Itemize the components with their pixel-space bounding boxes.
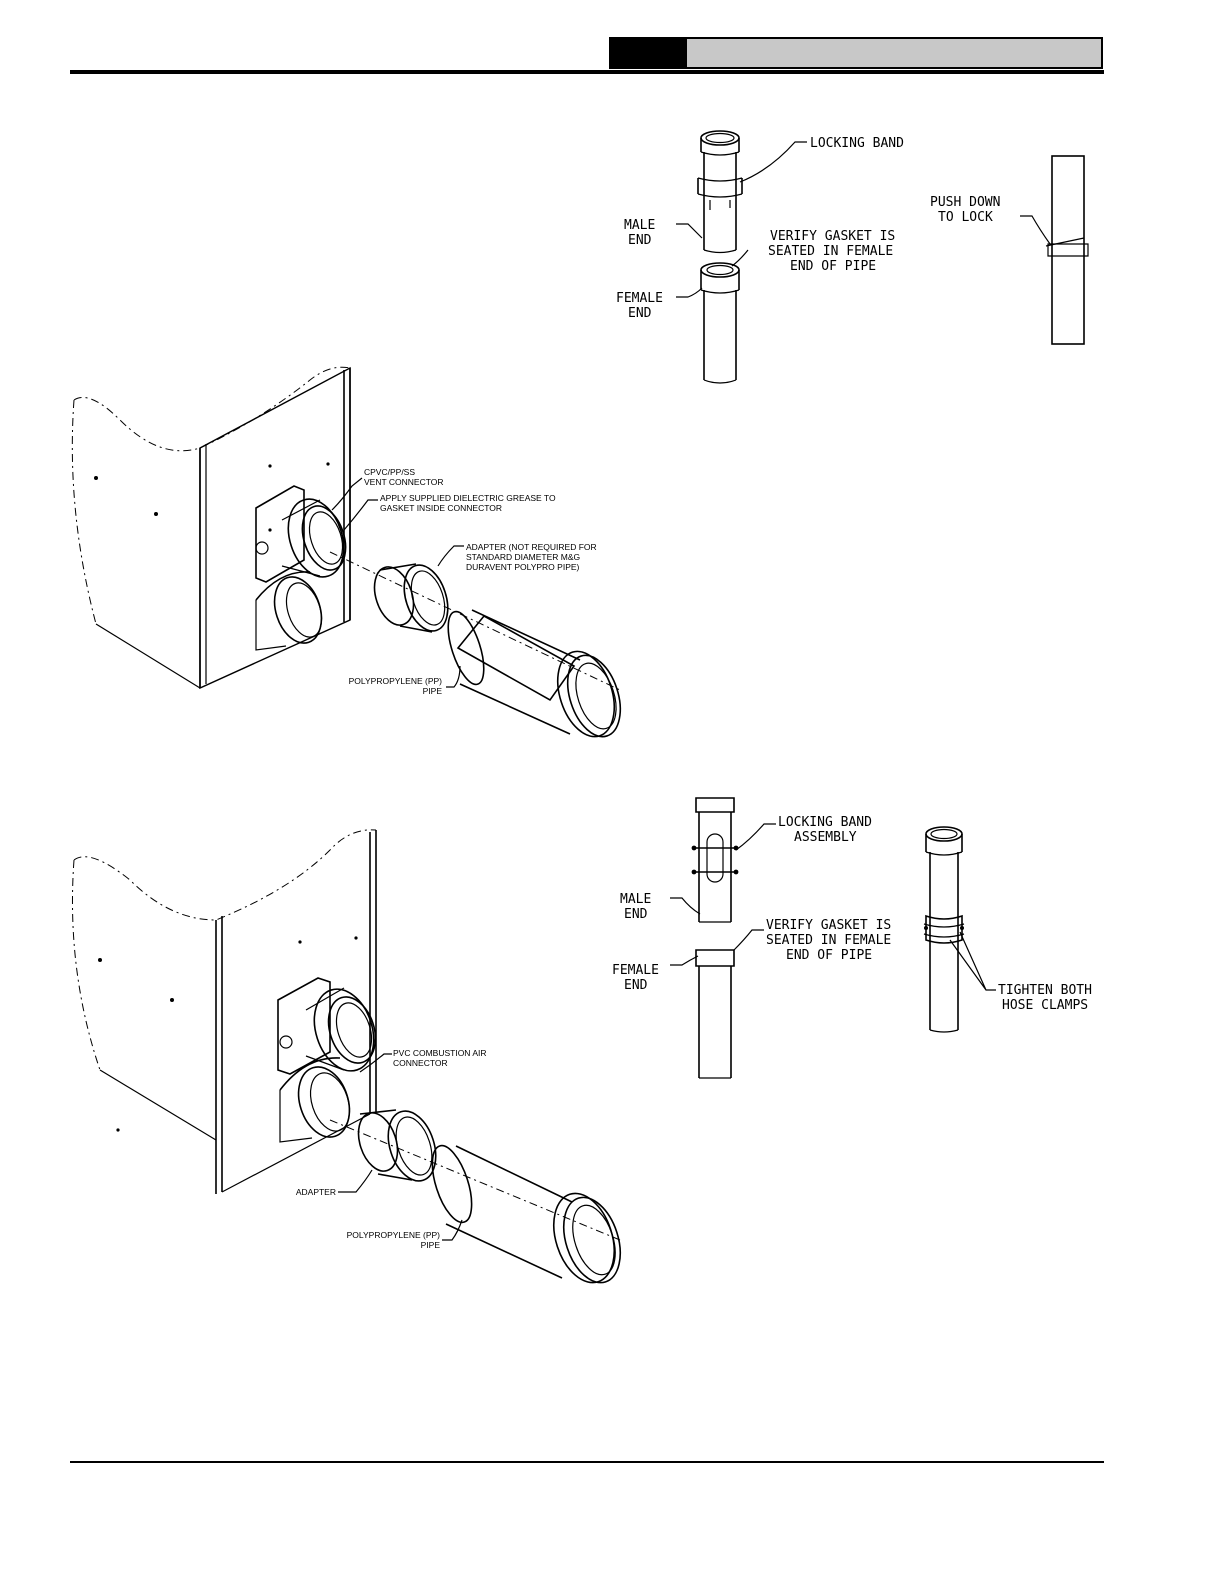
label-tighten-2: HOSE CLAMPS [1002,998,1088,1013]
label-male-end-1: MALE [624,218,655,233]
figure-locking-band-joint: LOCKING BAND MALE END VERIFY GASKET IS S… [616,130,1089,384]
label-push-down-2: TO LOCK [938,210,993,225]
label-verify-3: END OF PIPE [790,259,876,274]
label-pp-pipe-1: POLYPROPYLENE (PP) [347,1230,441,1240]
label-push-down-1: PUSH DOWN [930,195,1000,210]
label-vent-connector-1: CPVC/PP/SS [364,467,415,477]
label-male-end-1: MALE [620,892,651,907]
label-adapter: ADAPTER [296,1187,336,1197]
label-pp-pipe-2: PIPE [423,686,443,696]
label-male-end-2: END [628,233,652,248]
label-verify-2: SEATED IN FEMALE [766,933,891,948]
label-adapter-3: DURAVENT POLYPRO PIPE) [466,562,580,572]
label-verify-1: VERIFY GASKET IS [770,229,895,244]
label-adapter-1: ADAPTER (NOT REQUIRED FOR [466,542,597,552]
label-female-end-1: FEMALE [612,963,659,978]
label-verify-3: END OF PIPE [786,948,872,963]
figure-combustion-air-install: PVC COMBUSTION AIR CONNECTOR ADAPTER POL… [71,829,622,1284]
label-pp-pipe-1: POLYPROPYLENE (PP) [349,676,443,686]
figure-hose-clamp-joint: LOCKING BAND ASSEMBLY MALE END VERIFY GA… [612,797,1092,1079]
header-title-bar [687,37,1103,69]
label-verify-2: SEATED IN FEMALE [768,244,893,259]
label-pvc-connector-1: PVC COMBUSTION AIR [393,1048,487,1058]
label-female-end-2: END [624,978,648,993]
label-female-end-1: FEMALE [616,291,663,306]
figure-vent-connector-install: CPVC/PP/SS VENT CONNECTOR APPLY SUPPLIED… [71,366,622,738]
label-locking-band-assembly-2: ASSEMBLY [794,830,857,845]
footer-rule [70,1461,1104,1463]
header-black-tab [609,37,687,69]
label-adapter-2: STANDARD DIAMETER M&G [466,552,580,562]
label-pp-pipe-2: PIPE [421,1240,441,1250]
label-male-end-2: END [624,907,648,922]
label-tighten-1: TIGHTEN BOTH [998,983,1092,998]
label-locking-band-assembly-1: LOCKING BAND [778,815,872,830]
label-verify-1: VERIFY GASKET IS [766,918,891,933]
header-rule [70,70,1104,74]
label-grease-2: GASKET INSIDE CONNECTOR [380,503,502,513]
label-vent-connector-2: VENT CONNECTOR [364,477,444,487]
label-locking-band: LOCKING BAND [810,136,904,151]
label-pvc-connector-2: CONNECTOR [393,1058,448,1068]
label-grease-1: APPLY SUPPLIED DIELECTRIC GREASE TO [380,493,556,503]
label-female-end-2: END [628,306,652,321]
